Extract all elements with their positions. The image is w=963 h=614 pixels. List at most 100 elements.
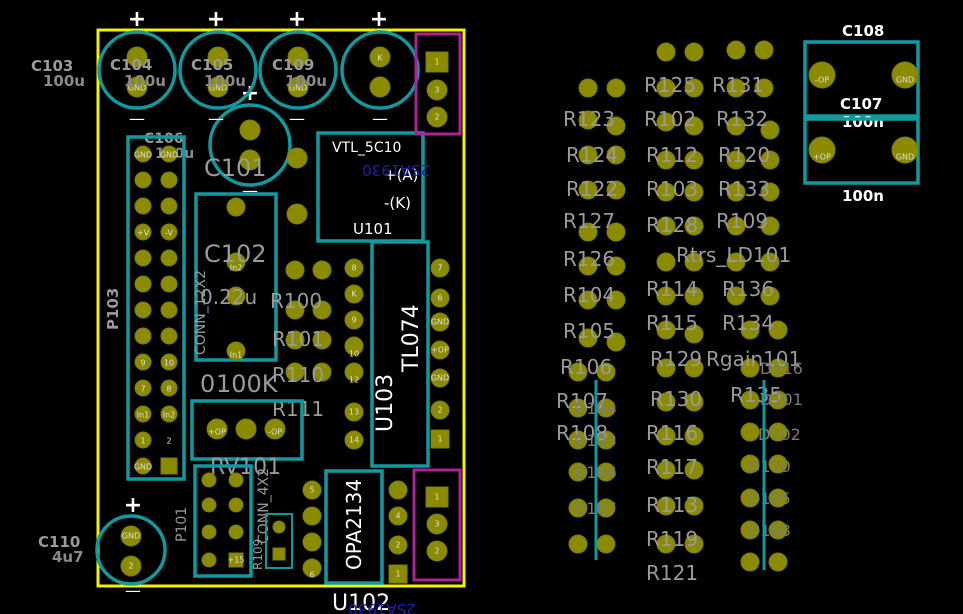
label-r123: R123: [563, 107, 615, 131]
label-d105: D105: [748, 489, 791, 508]
label-u101-k: -(K): [384, 194, 411, 212]
pad-label: GND: [209, 84, 227, 93]
pad: [160, 171, 178, 189]
pad: [302, 558, 322, 578]
pad: [344, 362, 364, 382]
pad: [578, 256, 598, 276]
pad-label: +V: [137, 229, 150, 238]
pad: [286, 147, 308, 169]
label-r108: R108: [556, 421, 608, 445]
pad: [578, 180, 598, 200]
label-u102: U102: [332, 591, 390, 614]
pad: [134, 145, 152, 163]
pad: [596, 362, 616, 382]
pad: [134, 249, 152, 267]
pad: [160, 197, 178, 215]
pad: [287, 76, 309, 98]
pad: [684, 496, 704, 516]
pad-label: GND: [128, 84, 146, 93]
polarity-plus: +: [288, 7, 306, 32]
label-r117: R117: [646, 455, 698, 479]
pad: [568, 534, 588, 554]
pad: [302, 480, 322, 500]
label-r110: R110: [272, 363, 324, 387]
pad-label: 7: [437, 264, 442, 273]
pad: [760, 286, 780, 306]
pad: [606, 290, 626, 310]
pad: [760, 252, 780, 272]
pad: [369, 76, 391, 98]
pad-label: 3: [434, 520, 439, 529]
pad: [134, 457, 152, 475]
pad-label: GND: [289, 84, 307, 93]
pad: [740, 552, 760, 572]
label-rv101-prefix: 0: [200, 370, 215, 398]
label-r120: R120: [718, 143, 770, 167]
pad: [606, 180, 626, 200]
pad-label: K: [351, 290, 357, 299]
pad: [596, 534, 616, 554]
capacitor-c105-outline: [178, 30, 258, 110]
connector-p103: [126, 135, 186, 481]
label-r126: R126: [563, 247, 615, 271]
pad: [768, 390, 788, 410]
pad: [285, 260, 305, 280]
pad: [285, 300, 305, 320]
polarity-plus: +: [128, 7, 146, 32]
pad: [768, 488, 788, 508]
pad: [226, 197, 246, 217]
pad: [726, 78, 746, 98]
label-r107: R107: [556, 389, 608, 413]
pad: [656, 534, 676, 554]
pad-label: 2: [128, 562, 133, 571]
pad: [160, 457, 178, 475]
pad: [754, 40, 774, 60]
label-c106: C106: [144, 131, 184, 147]
pad: [760, 120, 780, 140]
pad-label: -OP: [268, 428, 282, 437]
pad: [568, 362, 588, 382]
label-p103: P103: [104, 288, 122, 330]
pad: [606, 332, 626, 352]
pad: [134, 275, 152, 293]
pad: [578, 222, 598, 242]
pad: [160, 275, 178, 293]
pad-label: -V: [165, 229, 173, 238]
label-c102-value: 0.22u: [200, 285, 257, 309]
label-r121: R121: [646, 561, 698, 585]
pad: [726, 150, 746, 170]
pad: [768, 422, 788, 442]
pad: [388, 564, 408, 584]
label-r130: R130: [650, 387, 702, 411]
pad: [740, 390, 760, 410]
p103-pads: [134, 145, 178, 475]
pad-label: GND: [431, 318, 449, 327]
label-c105: C105: [191, 56, 233, 74]
pad-label: 2: [434, 547, 439, 556]
label-c101: C101: [204, 154, 267, 182]
pad: [207, 46, 229, 68]
label-r131: R131: [712, 73, 764, 97]
pad: [344, 402, 364, 422]
pad: [287, 46, 309, 68]
polarity-minus: —: [289, 109, 305, 128]
pad: [430, 340, 450, 360]
label-r127: R127: [563, 209, 615, 233]
pad: [285, 362, 305, 382]
label-r118-rtrs: Rtrs_LD101: [676, 243, 791, 267]
label-r115: R115: [646, 311, 698, 335]
pad: [264, 418, 286, 440]
pad: [344, 258, 364, 278]
pad-label: 14: [349, 436, 359, 445]
pad: [226, 286, 246, 306]
pad: [134, 353, 152, 371]
pad-label: GND: [134, 463, 152, 472]
pad-label: 5: [309, 486, 314, 495]
label-r106: R106: [560, 355, 612, 379]
pad-label: +15: [228, 556, 245, 565]
pad-label: In1: [230, 351, 243, 360]
pad: [684, 460, 704, 480]
pad: [134, 223, 152, 241]
pad: [426, 540, 448, 562]
pad: [228, 472, 244, 488]
